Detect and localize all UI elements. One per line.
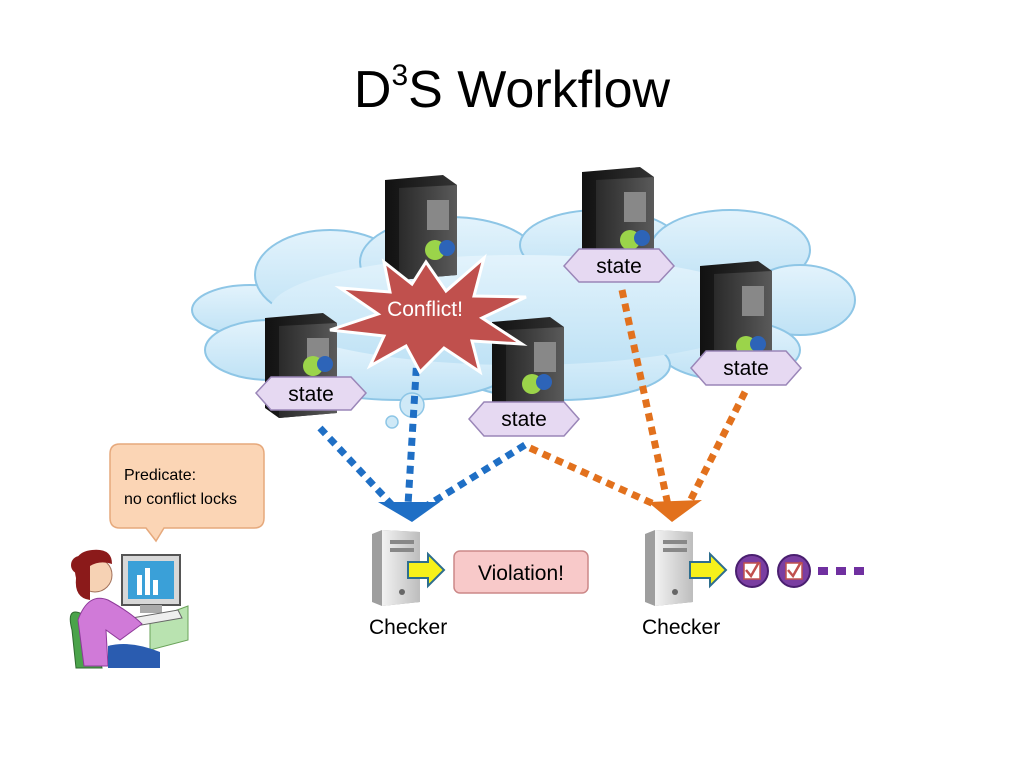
title-superscript: 3 <box>391 58 409 92</box>
gear-icon <box>439 240 455 256</box>
gear-icon <box>536 374 552 390</box>
state-box-4: state <box>467 401 581 437</box>
gear-icon <box>750 336 766 352</box>
thought-bubble-small <box>385 415 399 429</box>
conflict-burst: Conflict! <box>329 253 528 376</box>
checker-computer-2 <box>645 530 693 606</box>
server-3 <box>700 261 772 366</box>
predicate-callout: Predicate: no conflict locks <box>109 443 265 543</box>
yellow-arrow-2 <box>689 551 728 589</box>
checker-computer-1 <box>372 530 420 606</box>
orange-arrow-center <box>618 289 672 506</box>
yellow-arrow-1 <box>407 551 446 589</box>
blue-arrow-right <box>426 442 527 508</box>
state-label-2: state <box>596 255 642 278</box>
gear-icon <box>634 230 650 246</box>
title-suffix: S Workflow <box>408 61 671 119</box>
state-box-1: state <box>254 376 368 411</box>
server-1 <box>385 175 457 280</box>
blue-arrow-left <box>317 425 395 508</box>
orange-arrow-head <box>648 500 702 522</box>
predicate-line-1: Predicate: <box>124 467 196 484</box>
state-label-4: state <box>501 408 547 431</box>
slide-title: D3S Workflow <box>0 58 1024 120</box>
predicate-line-2: no conflict locks <box>124 491 237 508</box>
conflict-label: Conflict! <box>387 298 463 321</box>
blue-arrows <box>317 339 527 508</box>
state-box-3: state <box>689 350 803 386</box>
ellipsis-dots <box>818 567 864 575</box>
user-at-computer <box>69 549 189 669</box>
title-prefix: D <box>353 61 392 119</box>
state-box-2: state <box>562 248 676 283</box>
violation-box: Violation! <box>453 550 589 594</box>
blue-arrow-head <box>378 502 440 522</box>
state-label-1: state <box>288 383 334 406</box>
orange-arrows <box>528 289 749 509</box>
orange-arrow-left <box>528 444 658 509</box>
violation-label: Violation! <box>478 562 564 585</box>
gear-icon <box>317 356 333 372</box>
checker-label-2: Checker <box>642 616 721 639</box>
checker-label-1: Checker <box>369 616 448 639</box>
orange-arrow-right <box>684 390 749 507</box>
check-icon-2 <box>777 554 811 588</box>
state-label-3: state <box>723 357 769 380</box>
check-icon-1 <box>735 554 769 588</box>
